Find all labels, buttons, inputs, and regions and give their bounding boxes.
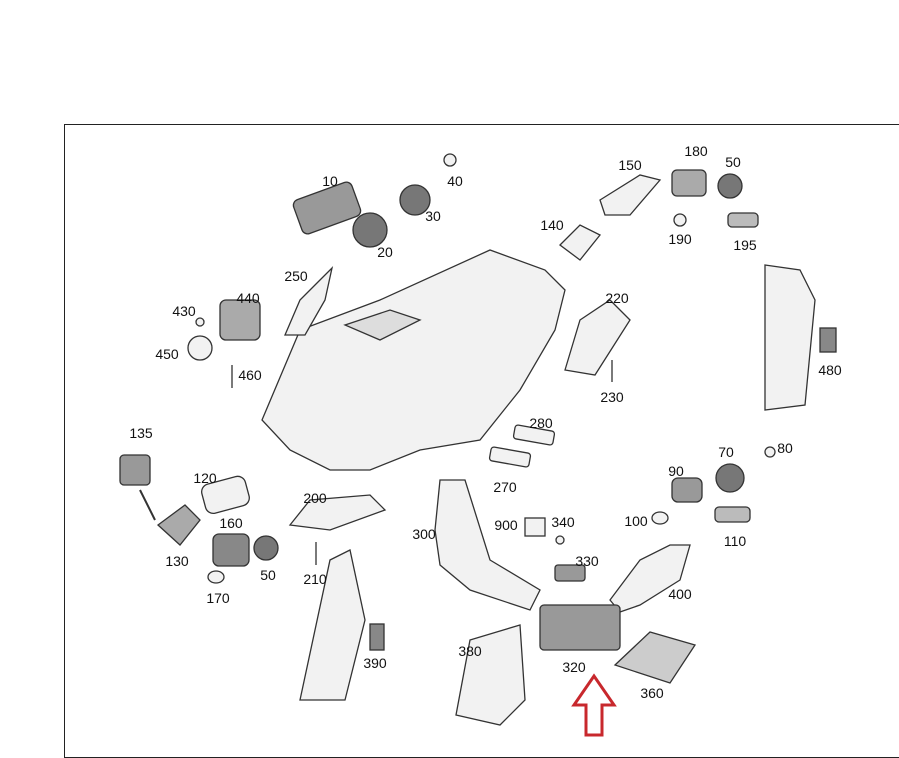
part-label: 280 — [529, 415, 553, 431]
part-180 — [671, 169, 707, 197]
part-340 — [555, 535, 565, 545]
part-label: 460 — [238, 367, 262, 383]
part-120 — [201, 475, 250, 515]
part-label: 200 — [303, 490, 327, 506]
part-label: 360 — [640, 685, 664, 701]
dashboard-top-pad — [343, 309, 422, 341]
part-label: 250 — [284, 268, 308, 284]
part-400 — [609, 544, 691, 613]
part-pillar-right — [764, 264, 816, 411]
highlight-arrow — [571, 673, 617, 737]
part-label: 50 — [260, 567, 276, 583]
part-label: 300 — [412, 526, 436, 542]
part-330 — [554, 564, 586, 582]
part-label: 100 — [624, 513, 648, 529]
part-220 — [564, 299, 631, 376]
part-20 — [352, 212, 388, 248]
part-450 — [187, 335, 213, 361]
part-label: 210 — [303, 571, 327, 587]
part-40 — [443, 153, 457, 167]
part-label: 900 — [494, 517, 518, 533]
part-190 — [673, 213, 687, 227]
part-label: 80 — [777, 440, 793, 456]
part-480 — [819, 327, 837, 353]
part-label: 130 — [165, 553, 189, 569]
part-label: 440 — [236, 290, 260, 306]
part-label: 150 — [618, 157, 642, 173]
part-160 — [212, 533, 250, 567]
part-label: 170 — [206, 590, 230, 606]
part-195 — [727, 212, 759, 228]
part-label: 50 — [725, 154, 741, 170]
part-100 — [651, 511, 669, 525]
part-label: 340 — [551, 514, 575, 530]
part-150 — [599, 174, 662, 216]
part-380 — [455, 624, 526, 726]
part-80 — [764, 446, 776, 458]
part-label: 120 — [193, 470, 217, 486]
part-label: 270 — [493, 479, 517, 495]
part-270 — [488, 446, 532, 468]
part-430 — [195, 317, 205, 327]
part-label: 160 — [219, 515, 243, 531]
part-label: 480 — [818, 362, 842, 378]
dashboard-part — [261, 249, 566, 471]
part-label: 380 — [458, 643, 482, 659]
part-900 — [524, 517, 546, 537]
part-label: 110 — [723, 533, 747, 549]
part-label: 20 — [377, 244, 393, 260]
part-label: 140 — [540, 217, 564, 233]
part-label: 400 — [668, 586, 692, 602]
part-110 — [714, 506, 751, 523]
part-label: 450 — [155, 346, 179, 362]
part-label: 330 — [575, 553, 599, 569]
connector-arrow — [139, 489, 156, 521]
part-label: 30 — [425, 208, 441, 224]
part-300 — [434, 479, 541, 611]
part-label: 220 — [605, 290, 629, 306]
part-label: 430 — [172, 303, 196, 319]
part-label: 90 — [668, 463, 684, 479]
part-170 — [207, 570, 225, 584]
part-130 — [156, 504, 201, 546]
part-440 — [219, 299, 261, 341]
part-label: 390 — [363, 655, 387, 671]
part-label: 195 — [733, 237, 757, 253]
part-label-highlighted: 320 — [562, 659, 586, 675]
part-250 — [284, 265, 334, 336]
part-label: 10 — [322, 173, 338, 189]
part-pillar-left — [299, 549, 366, 701]
part-50a — [717, 173, 743, 199]
part-label: 180 — [684, 143, 708, 159]
part-label: 70 — [718, 444, 734, 460]
part-320 — [539, 604, 621, 651]
part-label: 190 — [668, 231, 692, 247]
part-50b — [253, 535, 279, 561]
part-label: 40 — [447, 173, 463, 189]
part-360 — [613, 631, 697, 684]
part-70 — [715, 463, 745, 493]
part-label: 230 — [600, 389, 624, 405]
part-200 — [288, 494, 387, 531]
part-135 — [119, 454, 151, 486]
part-30 — [399, 184, 431, 216]
part-140 — [559, 224, 602, 261]
part-10 — [292, 181, 362, 235]
part-label: 135 — [129, 425, 153, 441]
part-390 — [369, 623, 385, 651]
part-90 — [671, 477, 703, 503]
part-280 — [512, 424, 556, 446]
